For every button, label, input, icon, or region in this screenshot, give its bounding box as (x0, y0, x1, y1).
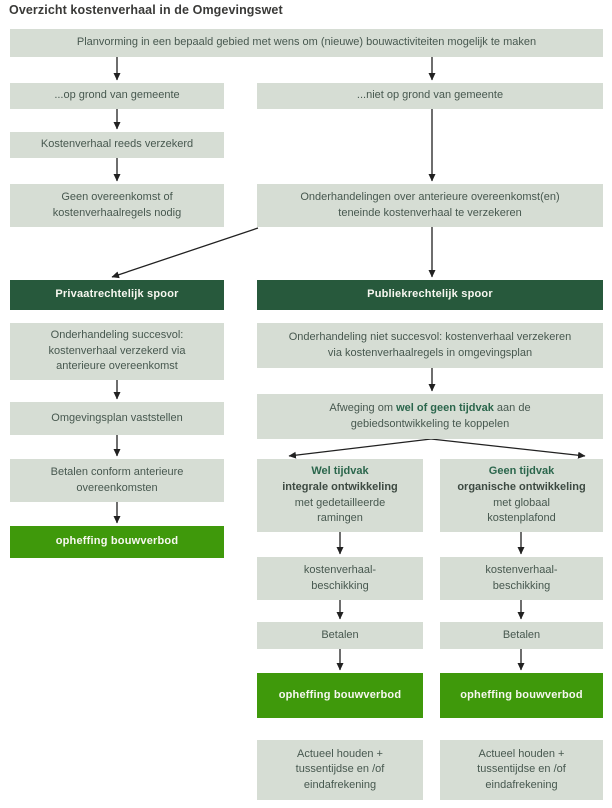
header-publiekrechtelijk-spoor: Publiekrechtelijk spoor (257, 280, 603, 310)
node-label: kostenverhaalregels nodig (52, 206, 182, 219)
node-label-part: Afweging om (329, 401, 397, 414)
node-label: Onderhandeling niet succesvol: kostenver… (288, 330, 572, 343)
node-label: teneinde kostenverhaal te verzekeren (338, 206, 522, 219)
node-label-emphasis: wel of geen tijdvak (396, 401, 494, 414)
node-label: opheffing bouwverbod (55, 535, 179, 548)
node-label: Betalen conform anterieure (50, 465, 184, 478)
header-label: Privaatrechtelijk spoor (55, 288, 179, 301)
node-label: opheffing bouwverbod (278, 688, 402, 701)
node-omgevingsplan-vaststellen: Omgevingsplan vaststellen (10, 402, 224, 435)
node-betalen-geen-tijdvak: Betalen (440, 622, 603, 649)
node-opheffing-bouwverbod-geen-tijdvak: opheffing bouwverbod (440, 673, 603, 718)
flow-arrow (288, 438, 432, 459)
node-label-emphasis: Wel tijdvak (311, 465, 369, 478)
node-betalen-conform-overeenkomsten: Betalen conform anterieure overeenkomste… (10, 459, 224, 502)
node-label: eindafrekening (303, 778, 377, 791)
node-label: gebiedsontwikkeling te koppelen (350, 417, 510, 430)
node-onderhandeling-succesvol: Onderhandeling succesvol: kostenverhaal … (10, 323, 224, 380)
node-geen-tijdvak: Geen tijdvak organische ontwikkeling met… (440, 459, 603, 532)
node-label-emphasis: organische ontwikkeling (457, 480, 586, 493)
header-label: Publiekrechtelijk spoor (367, 288, 493, 301)
node-geen-overeenkomst-nodig: Geen overeenkomst of kostenverhaalregels… (10, 184, 224, 227)
node-label: opheffing bouwverbod (460, 688, 583, 701)
node-onderhandeling-niet-succesvol: Onderhandeling niet succesvol: kostenver… (257, 323, 603, 368)
node-label: met gedetailleerde (294, 496, 386, 509)
node-niet-op-grond-van-gemeente: ...niet op grond van gemeente (257, 83, 603, 109)
node-label-part: aan de (493, 401, 531, 414)
node-kostenverhaalbeschikking-wel-tijdvak: kostenverhaal- beschikking (257, 557, 423, 600)
node-wel-tijdvak: Wel tijdvak integrale ontwikkeling met g… (257, 459, 423, 532)
node-label: overeenkomsten (76, 481, 158, 494)
header-privaatrechtelijk-spoor: Privaatrechtelijk spoor (10, 280, 224, 310)
node-label: Onderhandelingen over anterieure overeen… (300, 190, 560, 203)
node-label: Planvorming in een bepaald gebied met we… (76, 36, 537, 49)
node-label: met globaal (493, 496, 550, 509)
node-label: Betalen (321, 628, 359, 641)
node-onderhandelingen-anterieure-overeenkomst: Onderhandelingen over anterieure overeen… (257, 184, 603, 227)
node-kostenverhaalbeschikking-geen-tijdvak: kostenverhaal- beschikking (440, 557, 603, 600)
node-label: ...niet op grond van gemeente (356, 89, 504, 102)
node-label: Betalen (502, 628, 541, 641)
node-label: anterieure overeenkomst (56, 360, 178, 373)
node-label: Actueel houden + (478, 747, 565, 760)
node-betalen-wel-tijdvak: Betalen (257, 622, 423, 649)
page-title: Overzicht kostenverhaal in de Omgevingsw… (9, 3, 283, 17)
node-label-emphasis: integrale ontwikkeling (282, 480, 398, 493)
node-kostenverhaal-reeds-verzekerd: Kostenverhaal reeds verzekerd (10, 132, 224, 158)
flow-arrow (430, 438, 586, 459)
flow-arrow (111, 227, 259, 279)
node-label: ramingen (317, 512, 363, 525)
node-label-emphasis: Geen tijdvak (488, 465, 555, 478)
node-actueel-houden-geen-tijdvak: Actueel houden + tussentijdse en /of ein… (440, 740, 603, 800)
node-label: kostenverhaal- (485, 563, 558, 576)
node-label: beschikking (311, 579, 369, 592)
node-opheffing-bouwverbod-wel-tijdvak: opheffing bouwverbod (257, 673, 423, 718)
node-label: Actueel houden + (297, 747, 383, 760)
node-label: Afweging om wel of geen tijdvak aan de (329, 401, 530, 417)
node-label: via kostenverhaalregels in omgevingsplan (327, 346, 533, 359)
node-label: tussentijdse en /of (295, 763, 385, 776)
node-op-grond-van-gemeente: ...op grond van gemeente (10, 83, 224, 109)
node-label: Omgevingsplan vaststellen (51, 411, 183, 424)
node-label: ...op grond van gemeente (54, 89, 180, 102)
node-label: tussentijdse en /of (477, 763, 566, 776)
node-label: kostenverhaal- (303, 563, 377, 576)
node-label: Onderhandeling succesvol: (50, 329, 184, 342)
node-planvorming: Planvorming in een bepaald gebied met we… (10, 29, 603, 57)
node-label: kostenplafond (487, 512, 556, 525)
node-label: kostenverhaal verzekerd via (48, 344, 186, 357)
node-opheffing-bouwverbod-privaat: opheffing bouwverbod (10, 526, 224, 558)
node-label: Geen overeenkomst of (61, 190, 173, 203)
node-afweging-tijdvak: Afweging om wel of geen tijdvak aan de g… (257, 394, 603, 439)
node-label: Kostenverhaal reeds verzekerd (40, 138, 194, 151)
node-label: eindafrekening (485, 778, 558, 791)
node-label: beschikking (492, 579, 551, 592)
node-actueel-houden-wel-tijdvak: Actueel houden + tussentijdse en /of ein… (257, 740, 423, 800)
